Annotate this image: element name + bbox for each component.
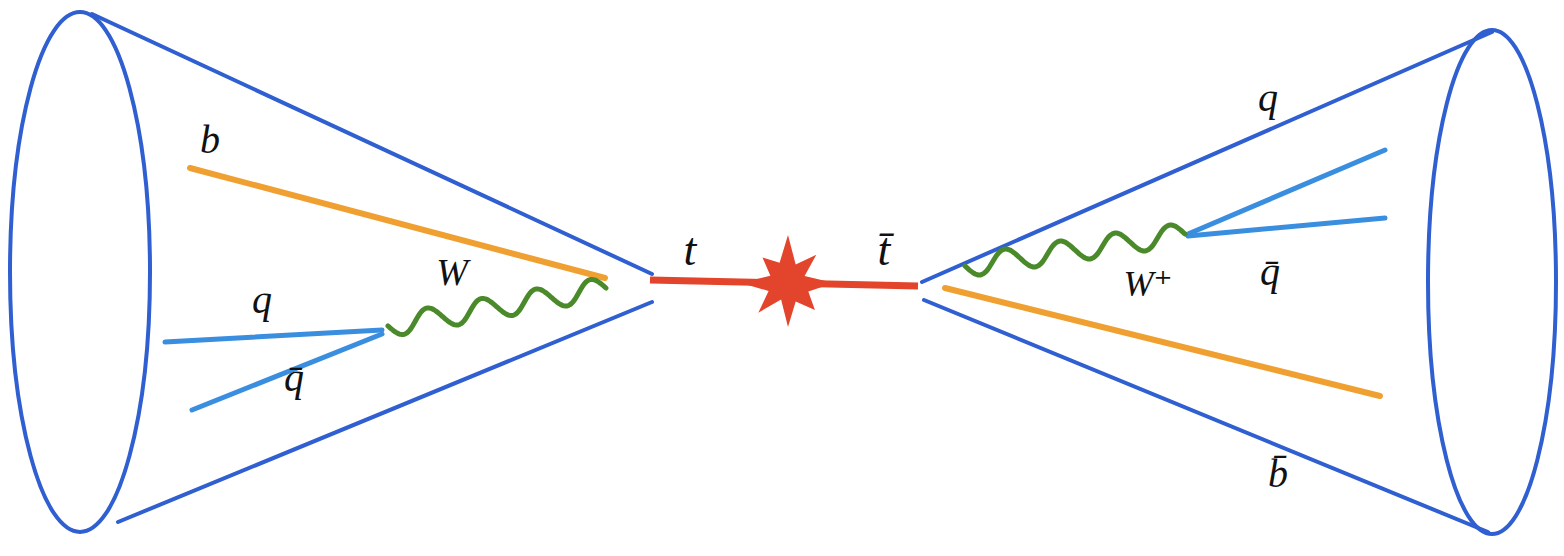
jet-cone-base	[1428, 30, 1556, 534]
particle-label: q	[252, 280, 272, 320]
w-boson-wave	[388, 279, 606, 334]
particle-label: b	[200, 120, 220, 160]
collision-star	[741, 235, 834, 327]
quark-line	[192, 334, 382, 410]
particle-label: t̄	[878, 227, 891, 273]
jet-cone-edge	[92, 14, 652, 274]
particle-label: q̄	[284, 358, 304, 398]
particle-label: W	[436, 253, 468, 291]
jet-cone-base	[10, 12, 150, 532]
particle-label: W⁺	[1124, 266, 1173, 302]
jet-cone-edge	[924, 300, 1488, 532]
particle-label: q̄	[1260, 252, 1280, 292]
particle-label: t	[684, 227, 697, 273]
b-quark-line	[945, 288, 1380, 396]
jet-cone-edge	[118, 302, 652, 522]
particle-label: q	[1258, 78, 1278, 118]
quark-line	[1188, 218, 1385, 236]
quark-line	[165, 330, 382, 342]
jet-cone-edge	[922, 32, 1492, 282]
b-quark-line	[190, 168, 605, 278]
particle-label: b̄	[1268, 454, 1288, 494]
